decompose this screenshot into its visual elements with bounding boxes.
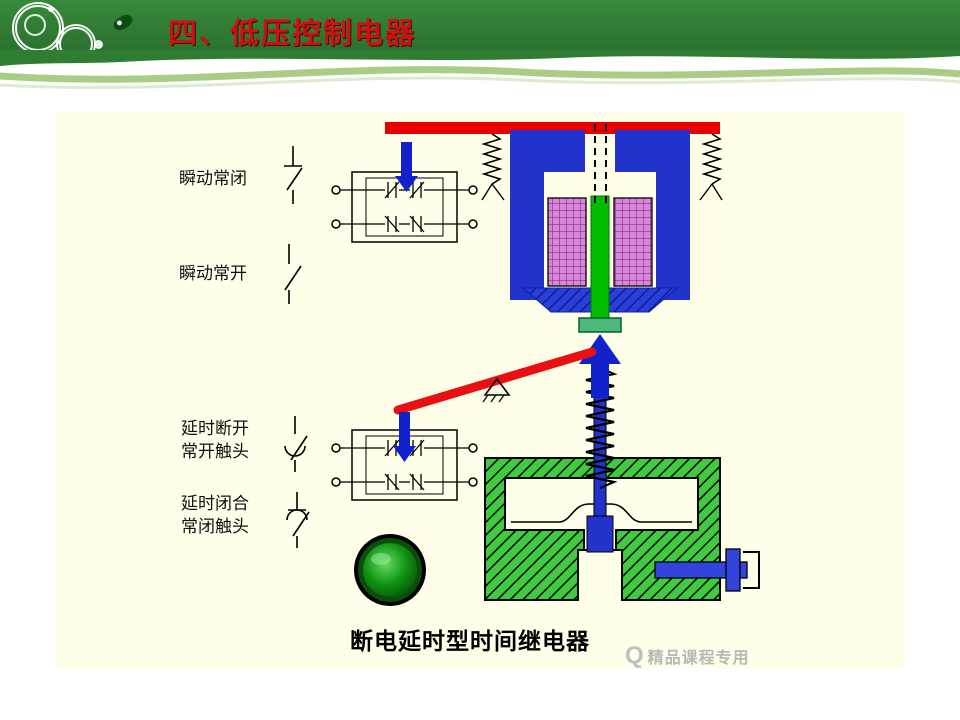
coil-left [547, 197, 587, 287]
coil-right [613, 197, 653, 287]
label-instant-no: 瞬动常开 [179, 264, 247, 283]
release-lever [393, 347, 597, 415]
contact-symbol-instant-nc-icon [284, 146, 303, 204]
label-delay-close: 延时闭合 常闭触头 [181, 492, 249, 538]
arrow-down-upper-icon [395, 142, 418, 192]
label-delay-open: 延时断开 常开触头 [181, 417, 249, 463]
header-wave [0, 50, 960, 89]
content-panel: 瞬动常闭 瞬动常开 延时断开 常开触头 延时闭合 常闭触头 断电延时型时间继电器… [55, 112, 905, 670]
rod-cap [578, 317, 622, 333]
arrow-down-lower-icon [393, 412, 416, 462]
indicator-button [354, 534, 426, 606]
air-damper [484, 334, 760, 601]
label-delay-open-line1: 延时断开 [181, 419, 249, 438]
moving-core-rod [590, 195, 610, 321]
relay-diagram [284, 122, 760, 606]
comet-icon [111, 12, 135, 33]
pivot-fulcrum-icon [483, 377, 511, 396]
electromagnet [510, 124, 690, 333]
contact-symbol-delay-close-icon [286, 492, 310, 548]
label-instant-nc: 瞬动常闭 [179, 169, 247, 188]
dot-ornament-icon [94, 40, 103, 49]
contact-symbol-instant-no-icon [284, 244, 302, 304]
label-delay-open-line2: 常开触头 [181, 442, 249, 461]
dot-ornament-icon [48, 6, 54, 12]
label-delay-close-line1: 延时闭合 [181, 494, 249, 513]
arrow-up-icon [579, 334, 621, 398]
gear-ornament-icon [24, 14, 46, 36]
label-delay-close-line2: 常闭触头 [181, 517, 249, 536]
watermark-q-icon: Q [625, 642, 644, 669]
contact-symbol-delay-open-icon [284, 416, 308, 472]
page-title: 四、低压控制电器 [168, 18, 417, 50]
watermark: Q 精品课程专用 [625, 642, 750, 670]
adjusting-screw [654, 548, 760, 592]
header-bar [0, 0, 960, 64]
watermark-text: 精品课程专用 [647, 650, 750, 667]
piston [586, 515, 614, 553]
diagram-caption: 断电延时型时间继电器 [350, 628, 590, 654]
